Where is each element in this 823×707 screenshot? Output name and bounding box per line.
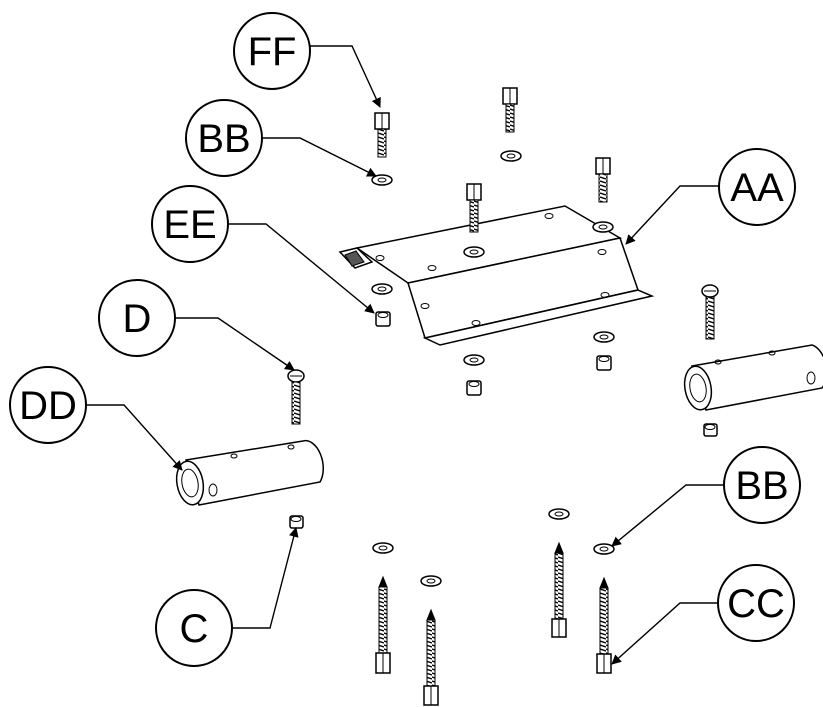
nut-5: [289, 515, 304, 529]
washer-7: [463, 354, 485, 366]
washer-3: [592, 221, 614, 233]
washer-9: [372, 542, 394, 554]
callout-ee-label: EE: [163, 203, 216, 247]
carriage-bolt-left: [287, 369, 305, 425]
callout-bb-top: BB: [185, 99, 263, 177]
callout-ee: EE: [151, 185, 229, 263]
hex-bolt-ff-2: [502, 87, 518, 133]
washer-5: [371, 283, 393, 295]
callout-aa-label: AA: [730, 166, 784, 210]
washer-11: [420, 575, 442, 587]
callout-c-label: C: [180, 607, 209, 651]
callout-dd-label: DD: [19, 384, 77, 428]
nut-1: [375, 311, 391, 327]
callout-bb-bottom: BB: [723, 446, 801, 524]
hex-bolt-ff-4: [466, 183, 482, 233]
callout-aa: AA: [718, 148, 796, 226]
hex-bolt-ff-3: [595, 157, 611, 203]
callout-cc-label: CC: [727, 582, 785, 626]
mounting-bracket: [338, 205, 655, 346]
washer-6: [593, 331, 615, 343]
washers: [371, 150, 615, 587]
washer-8: [548, 508, 570, 520]
lag-screw-4: [596, 576, 612, 674]
washer-2: [500, 150, 522, 162]
callout-d: D: [98, 279, 176, 357]
callout-bb-top-label: BB: [197, 117, 250, 161]
callout-dd: DD: [9, 366, 87, 444]
hex-nuts: [289, 311, 718, 529]
callout-d-label: D: [123, 297, 152, 341]
callout-bb-bottom-label: BB: [735, 464, 788, 508]
lag-screw-3: [551, 541, 567, 638]
tube-left: [175, 439, 325, 506]
nut-3: [466, 380, 482, 396]
callout-ff: FF: [233, 12, 311, 90]
hex-bolt-ff-1: [374, 112, 390, 158]
nut-4: [703, 423, 718, 437]
callout-c: C: [155, 589, 233, 667]
washer-10: [593, 543, 615, 555]
callout-ff-label: FF: [248, 30, 297, 74]
lag-screw-1: [375, 575, 391, 674]
callout-cc: CC: [717, 564, 795, 642]
nut-2: [596, 355, 612, 371]
callout-leaders: [86, 45, 724, 665]
washer-1: [371, 174, 393, 186]
carriage-bolt-right: [701, 284, 719, 340]
lag-screw-2: [423, 608, 439, 706]
washer-4: [463, 246, 485, 258]
tube-right: [683, 344, 823, 411]
